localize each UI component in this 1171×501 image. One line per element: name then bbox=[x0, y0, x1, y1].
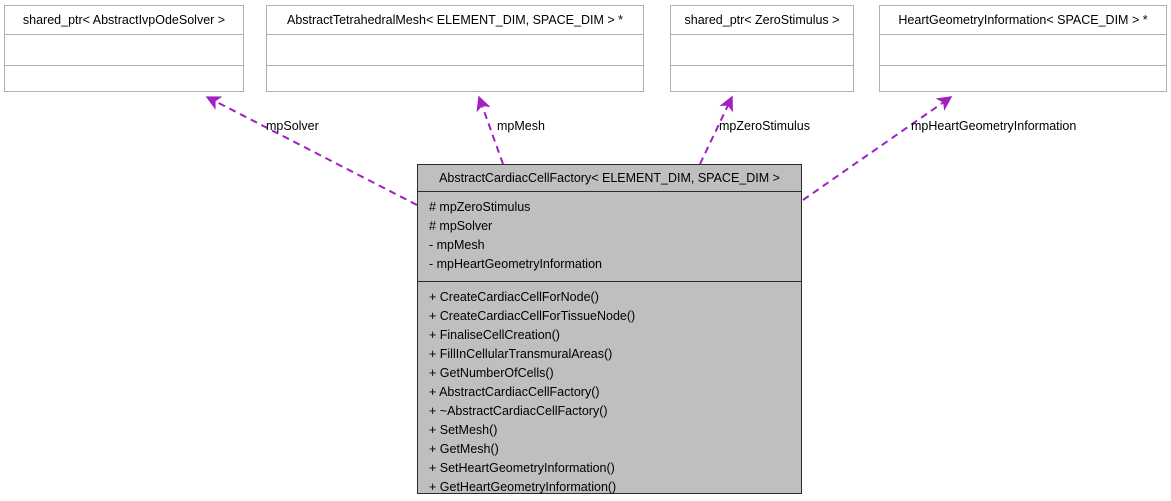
class-operation: + AbstractCardiacCellFactory() bbox=[429, 385, 600, 399]
compartment-divider bbox=[418, 281, 801, 282]
class-operation: + ~AbstractCardiacCellFactory() bbox=[429, 404, 608, 418]
class-node-abstractcardiaccellfactory[interactable]: AbstractCardiacCellFactory< ELEMENT_DIM,… bbox=[417, 164, 802, 494]
class-node-shared-ptr-abstractivpodesolver[interactable]: shared_ptr< AbstractIvpOdeSolver > bbox=[4, 5, 244, 92]
compartment-divider bbox=[671, 65, 853, 66]
class-attribute: - mpMesh bbox=[429, 238, 485, 252]
operations-compartment bbox=[267, 66, 643, 91]
class-node-heartgeometryinformation[interactable]: HeartGeometryInformation< SPACE_DIM > * bbox=[879, 5, 1167, 92]
compartment-divider bbox=[880, 34, 1166, 35]
class-operation: + FillInCellularTransmuralAreas() bbox=[429, 347, 613, 361]
operations-compartment: + CreateCardiacCellForNode() + CreateCar… bbox=[418, 282, 801, 501]
class-attribute: # mpSolver bbox=[429, 219, 493, 233]
class-operation: + CreateCardiacCellForNode() bbox=[429, 290, 599, 304]
class-node-title: shared_ptr< AbstractIvpOdeSolver > bbox=[22, 12, 226, 27]
edge-label-mpZeroStimulus: mpZeroStimulus bbox=[719, 119, 810, 133]
edge-label-mpSolver: mpSolver bbox=[266, 119, 319, 133]
class-node-title: AbstractCardiacCellFactory< ELEMENT_DIM,… bbox=[439, 170, 780, 185]
compartment-divider bbox=[418, 191, 801, 192]
compartment-divider bbox=[267, 65, 643, 66]
compartment-divider bbox=[5, 34, 243, 35]
attributes-compartment: # mpZeroStimulus # mpSolver - mpMesh - m… bbox=[418, 192, 801, 281]
attributes-compartment bbox=[267, 35, 643, 65]
class-node-title: HeartGeometryInformation< SPACE_DIM > * bbox=[898, 12, 1148, 27]
class-operation: + GetHeartGeometryInformation() bbox=[429, 480, 617, 494]
operations-compartment bbox=[671, 66, 853, 91]
attributes-compartment bbox=[5, 35, 243, 65]
class-attribute: - mpHeartGeometryInformation bbox=[429, 257, 602, 271]
compartment-divider bbox=[5, 65, 243, 66]
compartment-divider bbox=[671, 34, 853, 35]
class-operation: + CreateCardiacCellForTissueNode() bbox=[429, 309, 636, 323]
attributes-compartment bbox=[671, 35, 853, 65]
edge-label-mpHeartGeometryInformation: mpHeartGeometryInformation bbox=[911, 119, 1077, 133]
class-node-abstracttetrahedralmesh[interactable]: AbstractTetrahedralMesh< ELEMENT_DIM, SP… bbox=[266, 5, 644, 92]
compartment-divider bbox=[267, 34, 643, 35]
compartment-divider bbox=[880, 65, 1166, 66]
class-node-title: AbstractTetrahedralMesh< ELEMENT_DIM, SP… bbox=[287, 12, 623, 27]
class-operation: + SetMesh() bbox=[429, 423, 498, 437]
edge-label-mpMesh: mpMesh bbox=[497, 119, 545, 133]
class-operation: + FinaliseCellCreation() bbox=[429, 328, 560, 342]
edge-mpHeartGeometryInformation bbox=[802, 96, 953, 201]
class-node-title: shared_ptr< ZeroStimulus > bbox=[684, 12, 840, 27]
class-operation: + SetHeartGeometryInformation() bbox=[429, 461, 615, 475]
class-operation: + GetNumberOfCells() bbox=[429, 366, 554, 380]
operations-compartment bbox=[5, 66, 243, 91]
class-node-shared-ptr-zerostimulus[interactable]: shared_ptr< ZeroStimulus > bbox=[670, 5, 854, 92]
attributes-compartment bbox=[880, 35, 1166, 65]
class-attribute: # mpZeroStimulus bbox=[429, 200, 531, 214]
class-operation: + GetMesh() bbox=[429, 442, 499, 456]
operations-compartment bbox=[880, 66, 1166, 91]
edge-mpSolver bbox=[205, 96, 418, 206]
